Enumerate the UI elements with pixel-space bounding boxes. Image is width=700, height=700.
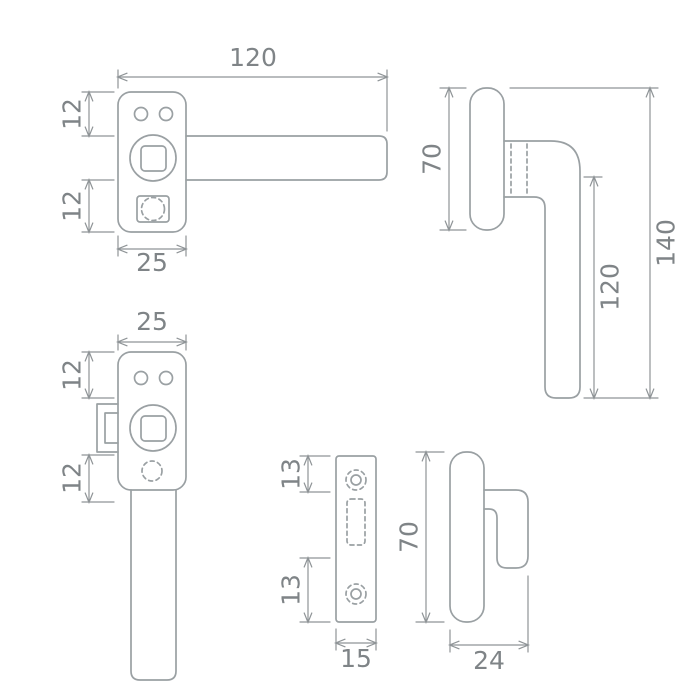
dimension-label-total-height: 140 [652, 219, 681, 267]
side-view: 70 120 140 [418, 85, 681, 401]
screw-hole [350, 474, 362, 486]
dimension-label-offset-bottom: 12 [58, 190, 87, 222]
dimension-label-rosette-height: 70 [418, 143, 447, 175]
spindle-boss-circle [129, 404, 177, 452]
screw-hole [158, 370, 174, 386]
lock-hole-hidden-circle [141, 460, 163, 482]
screw-hole [133, 370, 149, 386]
dimension-label-offset-top: 12 [58, 98, 87, 130]
lock-hole-hidden-circle [140, 196, 166, 222]
grip-hook-outline [483, 489, 529, 569]
screw-hole-hidden-circle [345, 583, 367, 605]
front-view: 25 12 12 [58, 307, 189, 681]
strike-plate-outline [335, 455, 377, 623]
rosette-side-outline [469, 87, 505, 231]
latch-slot-hidden [346, 498, 366, 546]
dimension-label-width: 15 [340, 644, 372, 673]
handle-body-outline [449, 451, 485, 623]
latch-button-inner [104, 412, 119, 444]
lock-detail [136, 195, 170, 223]
top-view: 120 12 12 25 [58, 43, 390, 277]
spindle-boss-circle [129, 134, 177, 182]
dimension-label-plate-width: 25 [136, 248, 168, 277]
screw-hole [350, 588, 362, 600]
handle-side-outline [503, 140, 581, 399]
dimension-label-height: 70 [395, 521, 424, 553]
profile-view: 70 24 [395, 449, 531, 675]
screw-hole [158, 106, 174, 122]
dimension-label-offset-bottom: 12 [58, 462, 87, 494]
dimension-label-depth: 24 [473, 646, 505, 675]
backplate-outline [117, 351, 187, 491]
lever-outline [185, 135, 388, 181]
grip-outline [130, 489, 177, 681]
dimension-label-offset-top: 12 [58, 359, 87, 391]
screw-hole [133, 106, 149, 122]
dimension-label-offset-top: 13 [277, 458, 306, 490]
latch-button-outline [96, 403, 119, 453]
dimension-label-plate-width: 25 [136, 307, 168, 336]
dimension-label-offset-bottom: 13 [277, 574, 306, 606]
strike-plate-view: 13 13 15 [277, 453, 379, 673]
screw-hole-hidden-circle [345, 469, 367, 491]
spindle-square-hole [140, 415, 167, 442]
backplate-outline [117, 91, 187, 233]
spindle-square-hole [140, 145, 167, 172]
dimension-label-length: 120 [229, 43, 277, 72]
dimension-label-grip-length: 120 [596, 263, 625, 311]
